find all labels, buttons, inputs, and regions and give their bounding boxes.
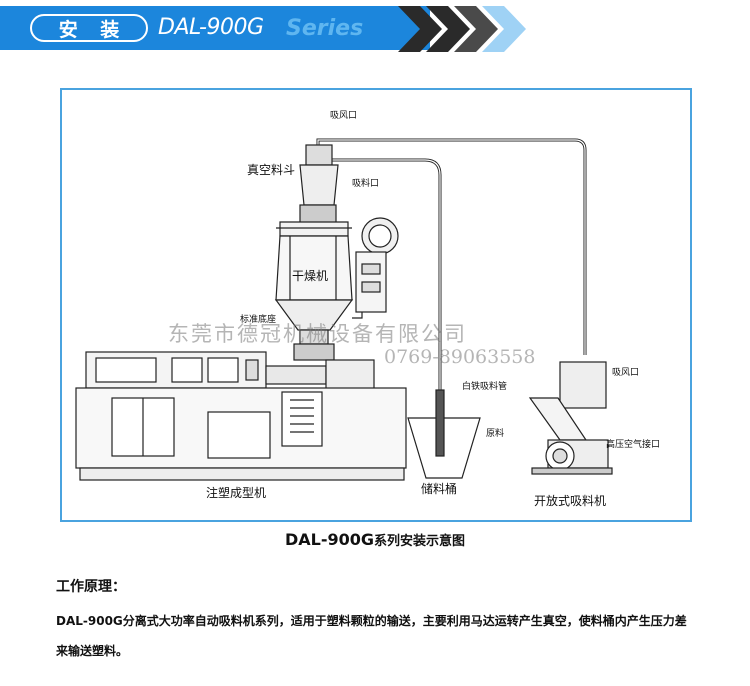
diagram-frame	[60, 88, 692, 522]
storage-bucket-label: 储料桶	[421, 482, 458, 496]
standard-base-label: 标准底座	[240, 315, 277, 325]
air-suction-label: 吸风口	[330, 111, 358, 121]
banner-series: Series	[286, 16, 364, 41]
phone-watermark: 0769-89063558	[384, 346, 536, 368]
raw-material-label: 原料	[486, 429, 505, 439]
company-watermark: 东莞市德冠机械设备有限公司	[168, 322, 467, 346]
banner-title: 安 装	[30, 14, 148, 42]
principle-title: 工作原理：	[56, 579, 126, 595]
chevron-arrows-icon	[398, 6, 526, 52]
high-pressure-air-label: 高压空气接口	[606, 440, 661, 450]
banner-bar	[0, 6, 430, 50]
material-inlet-label: 吸料口	[352, 179, 380, 189]
dryer-label: 干燥机	[292, 269, 329, 283]
vacuum-hopper-label: 真空料斗	[247, 163, 296, 177]
open-loader-label: 开放式吸料机	[534, 494, 607, 508]
principle-body: DAL-900G分离式大功率自动吸料机系列，适用于塑料颗粒的输送，主要利用马达运…	[56, 614, 687, 658]
air-suction-2-label: 吸风口	[612, 368, 640, 378]
injection-machine-label: 注塑成型机	[206, 486, 267, 500]
white-iron-pipe-label: 白铁吸料管	[462, 382, 508, 392]
diagram-caption: DAL-900G系列安装示意图	[0, 530, 750, 549]
banner-model: DAL-900G	[158, 15, 264, 40]
caption-model: DAL-900G	[284, 530, 374, 549]
banner: 安 装 DAL-900G Series	[0, 0, 750, 58]
caption-text: 系列安装示意图	[374, 534, 466, 549]
